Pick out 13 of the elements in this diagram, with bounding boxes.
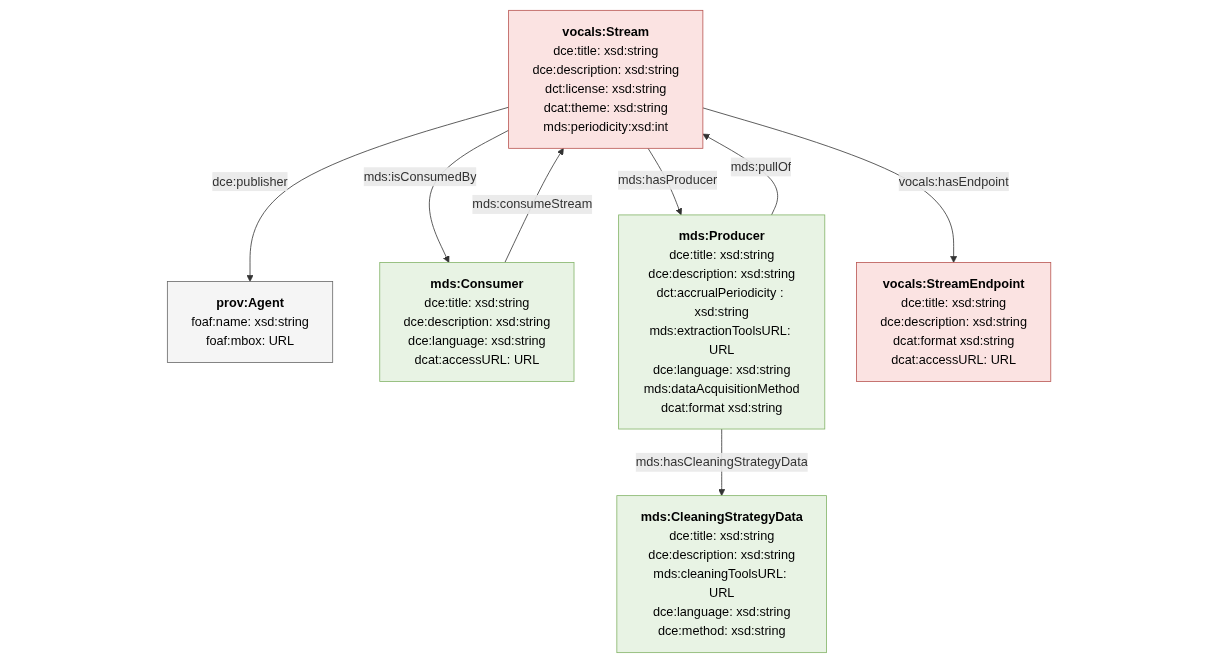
edge-label: mds:hasCleaningStrategyData [636, 454, 809, 469]
node-box: vocals:StreamEndpoint dce:title: xsd:string dce:description: xsd:string dcat:format xsd:string dcat:accessURL: URL [856, 261, 1052, 382]
edge-label: vocals:hasEndpoint [899, 173, 1010, 188]
node-box: mds:CleaningStrategyData dce:title: xsd:string dce:description: xsd:string mds:cleaningToolsURL: URL dce:language: xsd:string dce:method: xsd:string [616, 494, 828, 653]
node-box: prov:Agent foaf:name: xsd:string foaf:mbox: URL [167, 280, 334, 363]
node-box: mds:Producer dce:title: xsd:string dce:description: xsd:string dct:accrualPeriodicity : xsd:string mds:extractionToolsURL: URL dce:language: xsd:string mds:dataAcquisitionMethod dcat:format xsd:string [618, 214, 826, 429]
node-box: vocals:Stream dce:title: xsd:string dce:description: xsd:string dct:license: xsd:string dcat:theme: xsd:string mds:periodicity:xsd:int [508, 9, 704, 149]
edge-label: mds:isConsumedBy [364, 169, 477, 183]
edge-label: mds:hasProducer [618, 172, 718, 186]
edge-label: dce:publisher [212, 173, 289, 188]
node-box: mds:Consumer dce:title: xsd:string dce:description: xsd:string dce:language: xsd:string dcat:accessURL: URL [379, 261, 575, 382]
edge-label: mds:consumeStream [472, 196, 593, 211]
edge-label: mds:pullOf [731, 159, 792, 173]
